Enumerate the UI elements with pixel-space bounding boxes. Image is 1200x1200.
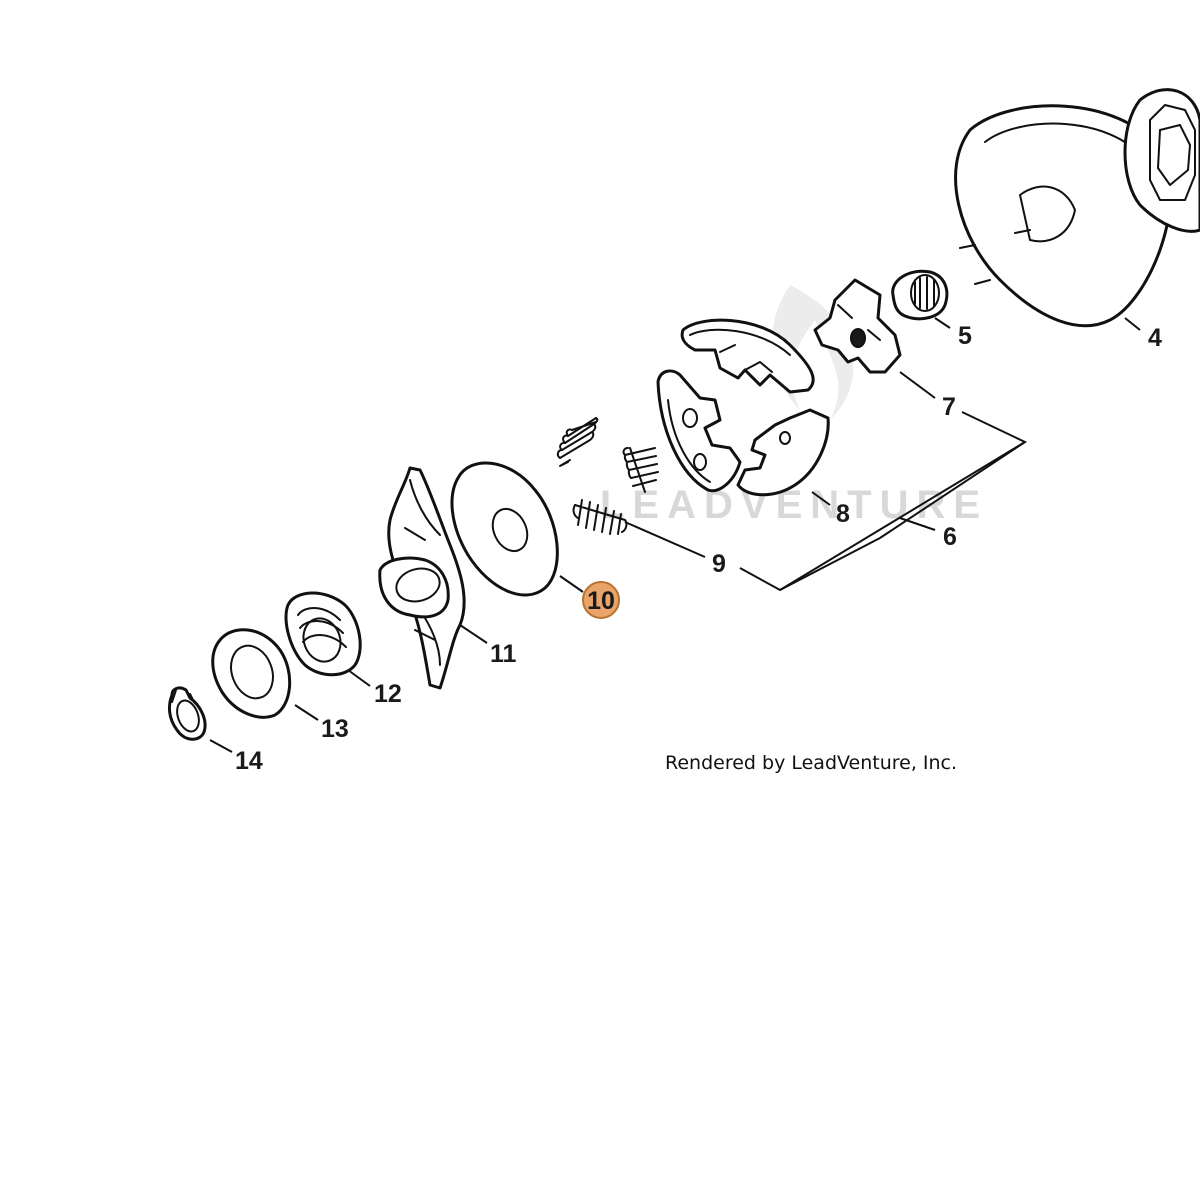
callout-10[interactable]: 10: [587, 587, 615, 615]
credit-text: Rendered by LeadVenture, Inc.: [665, 752, 957, 774]
leader-lines: [209, 317, 1141, 753]
part-snap-ring: [167, 686, 207, 741]
callout-12[interactable]: 12: [374, 680, 402, 708]
part-washer[interactable]: [450, 461, 559, 597]
callout-labels: 4 5 7 8 6 9 10 11 12 13 14: [235, 322, 1162, 775]
callout-7[interactable]: 7: [942, 393, 956, 421]
watermark: LEADVENTURE: [600, 285, 988, 527]
callout-8[interactable]: 8: [836, 500, 850, 528]
callout-10-badge[interactable]: 10: [582, 581, 620, 619]
watermark-text: LEADVENTURE: [600, 483, 988, 527]
spring-upper: [556, 417, 599, 467]
callout-9[interactable]: 9: [712, 550, 726, 578]
part-needle-bearing: [891, 269, 949, 321]
spring-middle: [622, 447, 659, 493]
part-springs: [556, 417, 659, 535]
part-coil-spring: [284, 591, 362, 677]
callout-14[interactable]: 14: [235, 747, 263, 775]
callout-5[interactable]: 5: [958, 322, 972, 350]
part-clutch-shoes: [656, 318, 830, 497]
part-bearing-ring: [211, 628, 292, 719]
callout-11[interactable]: 11: [490, 640, 517, 668]
part-carrier-plate: [378, 466, 466, 690]
spring-lower: [572, 499, 628, 535]
part-clutch-hub: [813, 278, 902, 374]
part-clutch-drum: [954, 88, 1200, 328]
callout-13[interactable]: 13: [321, 715, 349, 743]
callout-4[interactable]: 4: [1148, 324, 1162, 352]
callout-6[interactable]: 6: [943, 523, 957, 551]
